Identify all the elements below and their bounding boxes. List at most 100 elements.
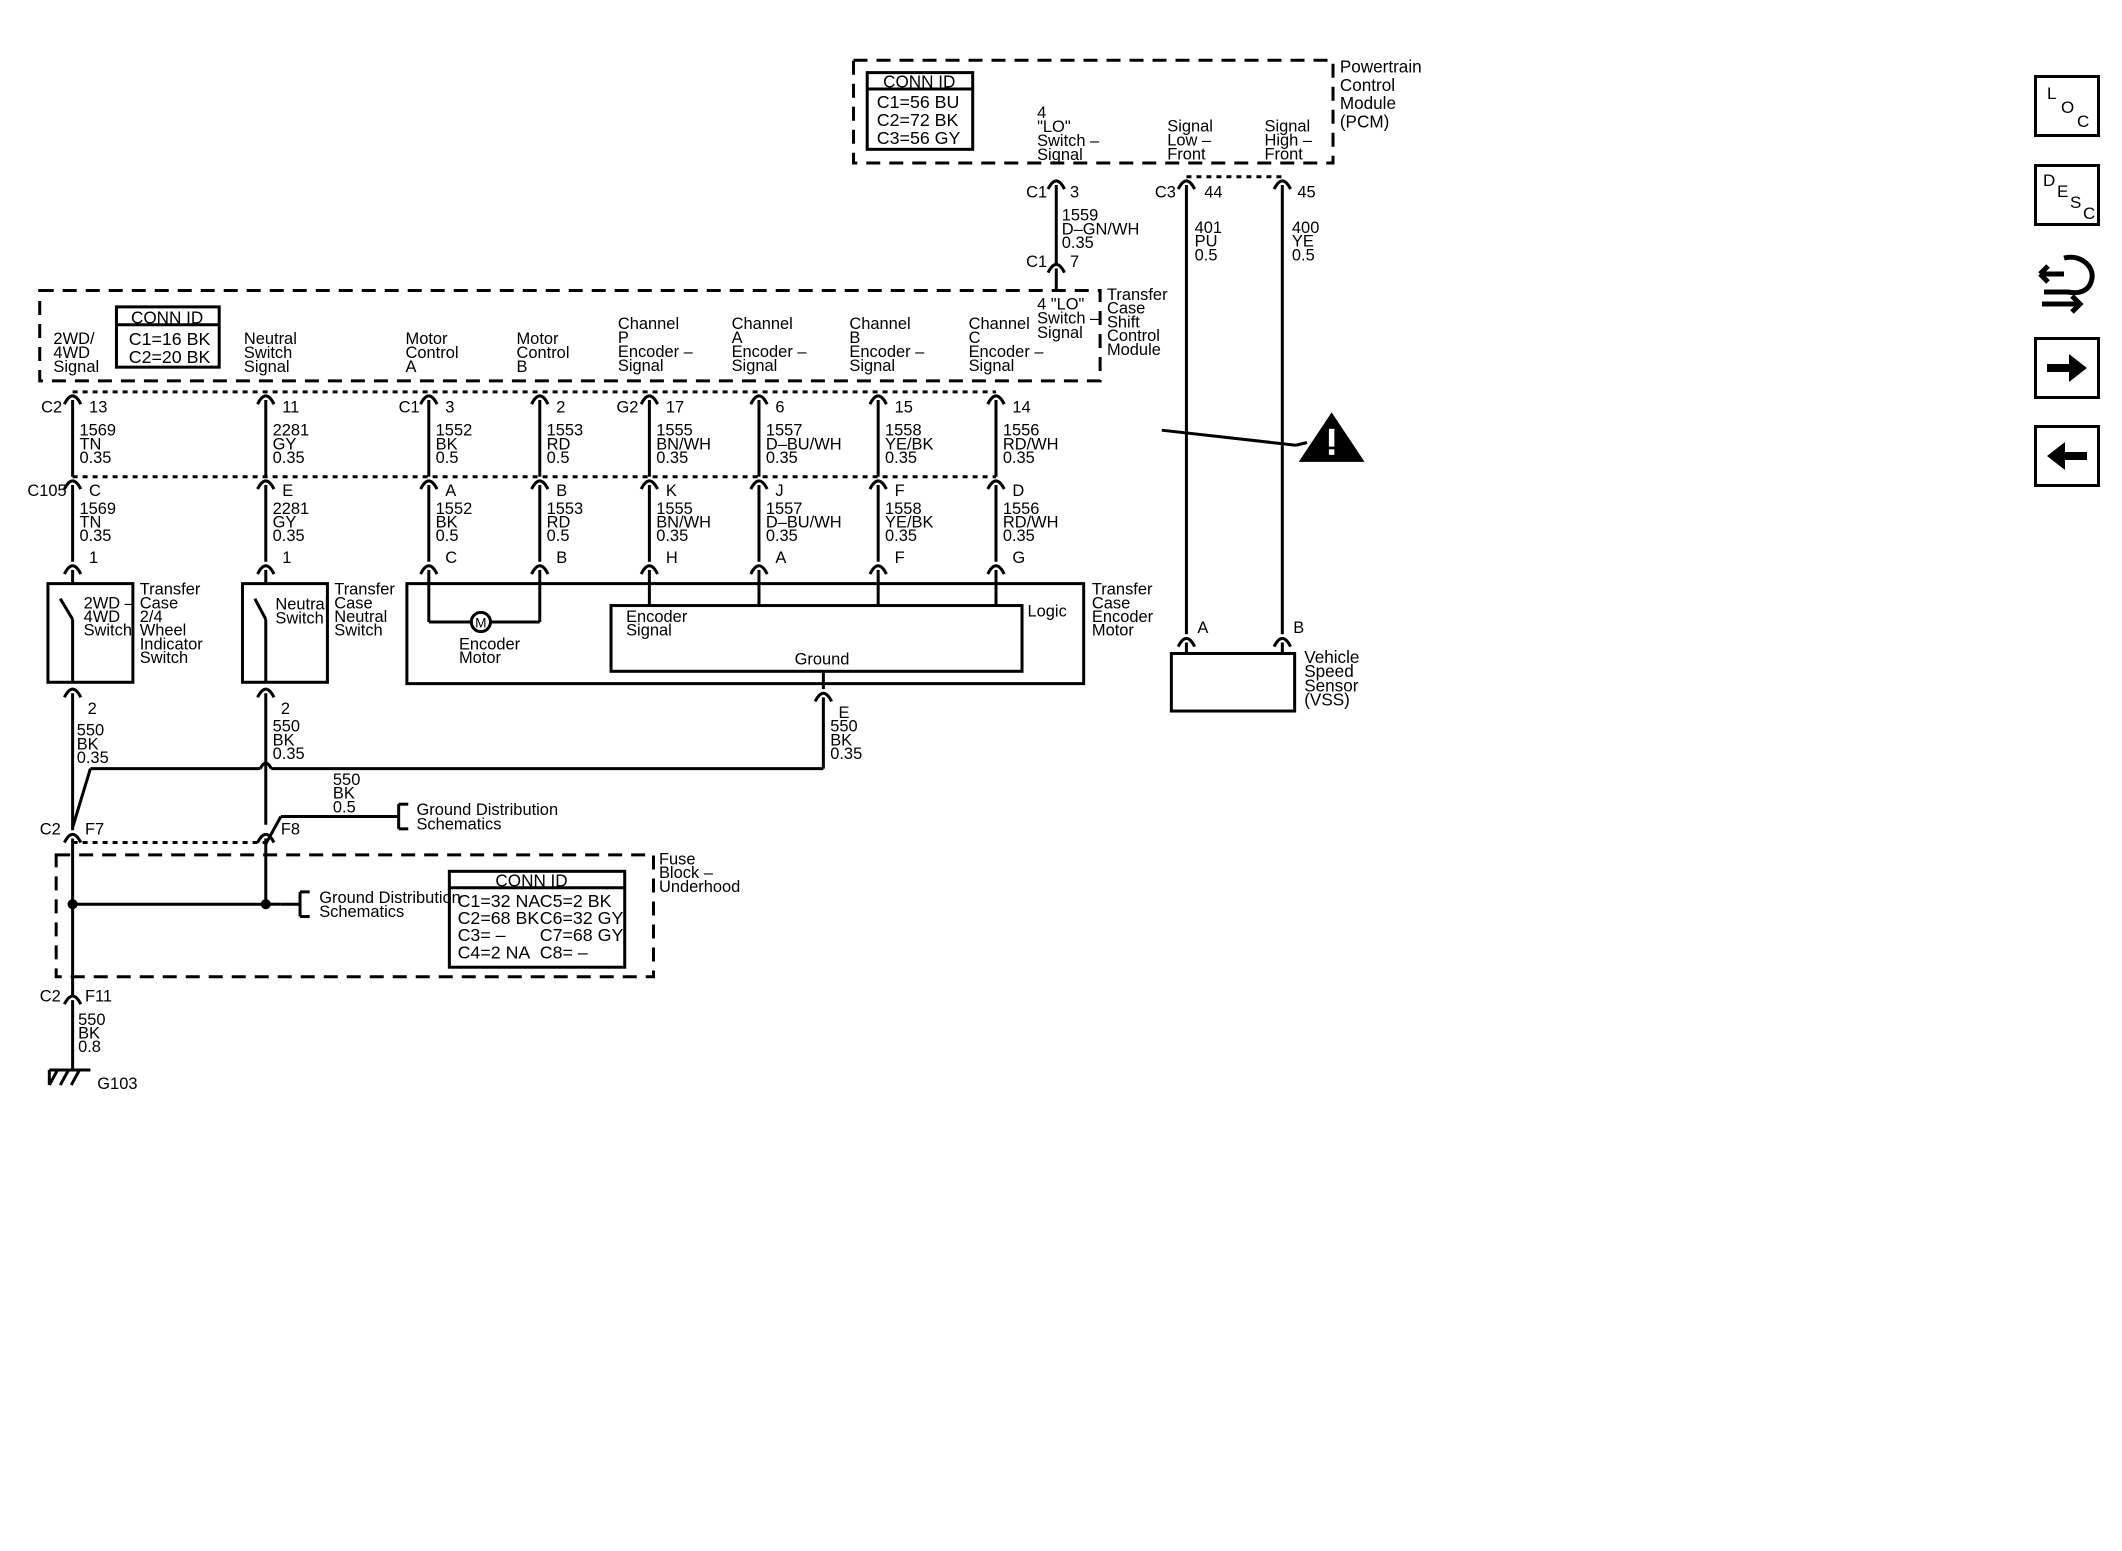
- tcscm-pin-label-4-line: Channel: [618, 315, 679, 333]
- wire-upper-label-4-line: 1555: [656, 422, 693, 440]
- desc-letter-d: D: [2043, 171, 2056, 190]
- tcscm-c1-pin7-terminal: [1046, 262, 1066, 274]
- switch-2wd-label-line: Transfer: [140, 581, 201, 599]
- wire-lower-label-5-line: D–BU/WH: [766, 513, 842, 531]
- pcm-pin-signal-high-label-line: High –: [1265, 132, 1313, 150]
- tcscm-pin-label-4-line: Signal: [618, 357, 664, 375]
- wire-550-left-label-line: BK: [77, 735, 99, 753]
- ground-hatch-0: [48, 1069, 59, 1086]
- previous-button[interactable]: [2034, 425, 2100, 487]
- desc-icon: D E S C: [2037, 167, 2097, 223]
- wire-550-left-label-line: 0.35: [77, 749, 109, 767]
- switch-2wd-label-line: Case: [140, 594, 178, 612]
- ground-dist-2-label-line: Schematics: [319, 903, 404, 921]
- tcscm-row1-pin-1: 11: [282, 398, 299, 416]
- fuse-conn-id-right-line: C7=68 GY: [540, 925, 624, 945]
- wire-550-gd-label-line: 550: [333, 771, 360, 789]
- pcm-pin-lo-switch-label-line: 4: [1037, 104, 1046, 122]
- pcm-conn-id-list-line: C2=72 BK: [877, 110, 959, 130]
- fuse-block-label-line: Underhood: [659, 878, 740, 896]
- pcm-c3-pin44-terminal: [1176, 179, 1196, 190]
- loc-button[interactable]: L O C: [2034, 75, 2100, 137]
- wire-550-mid-label-line: 550: [273, 718, 300, 736]
- wire-lower-label-5-line: 0.35: [766, 527, 798, 545]
- pcm-c3-pin45-terminal: [1272, 179, 1292, 190]
- tcscm-module-box: [38, 288, 1102, 383]
- harness-icon: [2038, 254, 2095, 314]
- pcm-pin-lo-switch-label: 4"LO"Switch –Signal: [1037, 104, 1100, 164]
- tcscm-pin-label-7-line: Signal: [969, 357, 1015, 375]
- wire-upper-label-4-line: 0.35: [656, 449, 688, 467]
- wire-550-enc-label-line: BK: [830, 731, 852, 749]
- wire-upper-label-5-line: 1557: [766, 422, 803, 440]
- tcscm-pin-label-5-line: Signal: [732, 357, 778, 375]
- c105-label: C105: [27, 482, 66, 500]
- c105-terminal-1: [256, 479, 276, 490]
- switch-neutral-pin2-terminal: [256, 687, 276, 699]
- component-terminal-3: [530, 564, 550, 575]
- tcscm-lo-switch-label-line: Switch –: [1037, 310, 1100, 328]
- desc-button[interactable]: D E S C: [2034, 164, 2100, 226]
- vss-label-line: (VSS): [1304, 690, 1350, 709]
- ground-hatch-2: [69, 1069, 81, 1086]
- encoder-motor-label-line: Transfer: [1092, 581, 1153, 599]
- c105-terminal-4: [639, 479, 659, 490]
- fuse-conn-id-right-line: C8= –: [540, 942, 588, 962]
- wire-550-mid-label-line: BK: [273, 731, 295, 749]
- harness-button[interactable]: [2034, 248, 2100, 322]
- tcscm-row1-terminal-3: [530, 394, 550, 405]
- wire-upper-label-3-line: 1553: [547, 422, 584, 440]
- pcm-label-line: Module: [1340, 94, 1396, 113]
- tcscm-pin-label-6-line: Channel: [849, 315, 910, 333]
- pcm-pin-lo-switch-label-line: "LO": [1037, 118, 1071, 136]
- switch-2wd-inner-label-line: Switch: [84, 622, 132, 640]
- pcm-c1-pin-label: 3: [1070, 183, 1079, 201]
- wire-upper-label-1-line: 2281: [273, 422, 310, 440]
- wire-upper-label-0-line: TN: [79, 435, 101, 453]
- c105-terminal-2: [419, 479, 439, 490]
- fuse-c2-f7-terminal: [63, 832, 83, 844]
- loc-letter-l: L: [2047, 84, 2057, 103]
- wire-lower-label-0-line: TN: [79, 513, 101, 531]
- wire-550-mid-label-line: 0.35: [273, 745, 305, 763]
- wire-550-gd-label-line: 0.5: [333, 798, 356, 816]
- pcm-c1-label: C1: [1026, 183, 1047, 201]
- tcscm-row1-pin-6: 15: [895, 398, 913, 416]
- encoder-motor-label-line: Case: [1092, 594, 1130, 612]
- switch-2wd-inner-label-line: 2WD –: [84, 594, 135, 612]
- tcscm-row1-pin-4: 17: [666, 398, 684, 416]
- fuse-block-splice-left: [67, 899, 78, 910]
- encoder-motor-inner-label-line: Encoder: [459, 635, 521, 653]
- wire-550-gd-branch: [264, 815, 283, 845]
- wire-lower-label-4-line: 1555: [656, 500, 693, 518]
- loc-icon: L O C: [2037, 78, 2097, 134]
- pcm-c1-pin3-terminal: [1046, 179, 1066, 190]
- switch-2wd-pin2-terminal: [63, 687, 83, 699]
- c105-terminal-5: [749, 479, 769, 490]
- wire-upper-label-3-line: RD: [547, 435, 571, 453]
- tcscm-row1-terminal-4: [639, 394, 659, 405]
- tcscm-row1-pin-5: 6: [775, 398, 784, 416]
- wire-upper-label-2-line: 0.5: [436, 449, 459, 467]
- next-button[interactable]: [2034, 337, 2100, 399]
- wire-401-label-line: PU: [1195, 233, 1218, 251]
